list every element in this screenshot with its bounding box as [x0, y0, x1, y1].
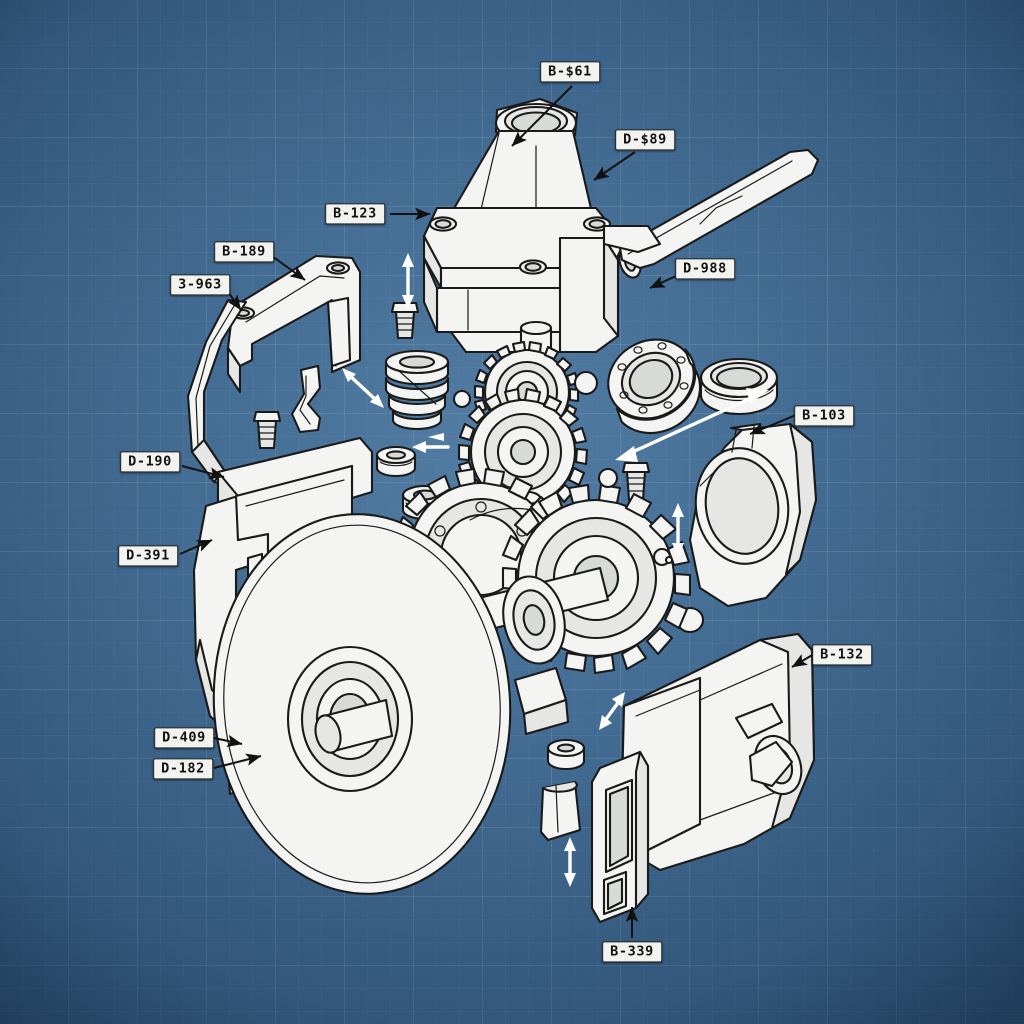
callout-3-963[interactable]: 3-963 [170, 274, 230, 296]
arrow-up-small [402, 253, 414, 309]
rear-case-cover-part [620, 632, 816, 872]
support-bracket-part [226, 254, 362, 394]
callout-b-123[interactable]: B-123 [325, 203, 385, 225]
hex-bolt-right [621, 461, 651, 502]
callout-leader-lines [179, 85, 815, 938]
callout-d-988[interactable]: D-988 [675, 258, 735, 280]
callout-b-189[interactable]: B-189 [214, 241, 274, 263]
retaining-clip-part [290, 364, 322, 434]
callout-b-103[interactable]: B-103 [794, 405, 854, 427]
arrow-left-small [412, 441, 450, 453]
arrow-big-diagonal [615, 388, 769, 462]
ball-bearing-race-part [607, 338, 702, 435]
oil-seal-ring-part [699, 357, 779, 416]
hex-bolt-left [252, 410, 282, 450]
spacer-bushing-left [375, 445, 417, 478]
callout-d-409[interactable]: D-409 [154, 727, 214, 749]
split-bushing-part [539, 606, 705, 842]
callout-d-391[interactable]: D-391 [118, 545, 178, 567]
callout-b-132[interactable]: B-132 [812, 644, 872, 666]
callout-d-589[interactable]: D-$89 [615, 129, 675, 151]
arrow-case-diagonal [599, 692, 625, 730]
case-gasket-frame-part [590, 750, 650, 924]
arrow-left-dashed [428, 433, 444, 441]
hex-bolt-upper [390, 301, 420, 340]
assembly-direction-arrows [342, 253, 769, 887]
callout-d-182[interactable]: D-182 [153, 758, 213, 780]
arrow-down-low [564, 837, 576, 887]
spacer-bushing-lower [546, 738, 586, 771]
flywheel-disc-part [212, 513, 512, 895]
split-clamp-collar-part [688, 422, 818, 608]
callout-b-561[interactable]: B-$61 [540, 61, 600, 83]
arrow-diagonal-mid [342, 368, 384, 408]
callout-b-339[interactable]: B-339 [602, 941, 662, 963]
coil-spring-part [384, 349, 450, 431]
arrow-up-right [672, 503, 684, 557]
gear-cluster-part [391, 320, 692, 736]
callout-d-190[interactable]: D-190 [120, 451, 180, 473]
